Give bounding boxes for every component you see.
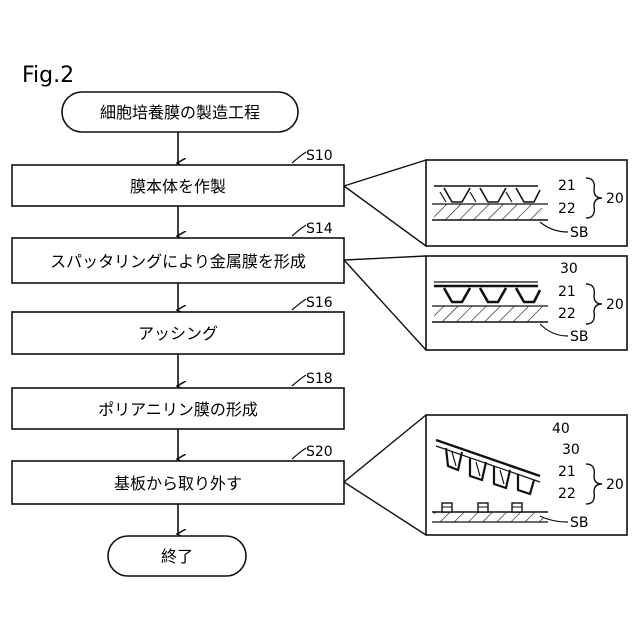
inset-s14-ref-21: 21 [558, 284, 576, 300]
inset-s10-ref-sb: SB [570, 225, 589, 241]
end-terminal: 終了 [108, 536, 246, 576]
inset-s14-ref-20: 20 [606, 297, 624, 313]
inset-s14-ref-sb: SB [570, 329, 589, 345]
figure-label: Fig.2 [22, 63, 74, 88]
inset-s20-ref-30: 30 [562, 442, 580, 458]
start-label: 細胞培養膜の製造工程 [100, 103, 260, 122]
step-s14-text: スパッタリングにより金属膜を形成 [50, 252, 306, 271]
inset-s10-ref-21: 21 [558, 178, 576, 194]
step-s16-text: アッシング [138, 324, 218, 343]
inset-s20-ref-21: 21 [558, 464, 576, 480]
inset-s20: 40 30 21 22 20 SB [426, 415, 627, 535]
inset-s20-ref-20: 20 [606, 477, 624, 493]
step-s20-id: S20 [306, 444, 333, 460]
inset-s20-ref-sb: SB [570, 515, 589, 531]
step-s10-text: 膜本体を作製 [130, 177, 226, 196]
inset-s10-ref-22: 22 [558, 201, 576, 217]
step-s18-id: S18 [306, 371, 333, 387]
inset-s20-ref-40: 40 [552, 421, 570, 437]
step-s16-id: S16 [306, 295, 333, 311]
start-terminal: 細胞培養膜の製造工程 [62, 92, 298, 132]
end-label: 終了 [161, 547, 193, 566]
inset-s10-ref-20: 20 [606, 191, 624, 207]
inset-s14-ref-30: 30 [560, 261, 578, 277]
inset-s10: 21 22 20 SB [426, 160, 627, 246]
inset-leader-lines [344, 160, 426, 535]
inset-s14-ref-22: 22 [558, 306, 576, 322]
step-s14-id: S14 [306, 221, 333, 237]
step-s20-text: 基板から取り外す [114, 474, 242, 493]
step-s18-text: ポリアニリン膜の形成 [98, 400, 258, 419]
inset-s20-ref-22: 22 [558, 486, 576, 502]
step-s10-id: S10 [306, 148, 333, 164]
inset-s14: 30 21 22 20 SB [426, 256, 627, 350]
